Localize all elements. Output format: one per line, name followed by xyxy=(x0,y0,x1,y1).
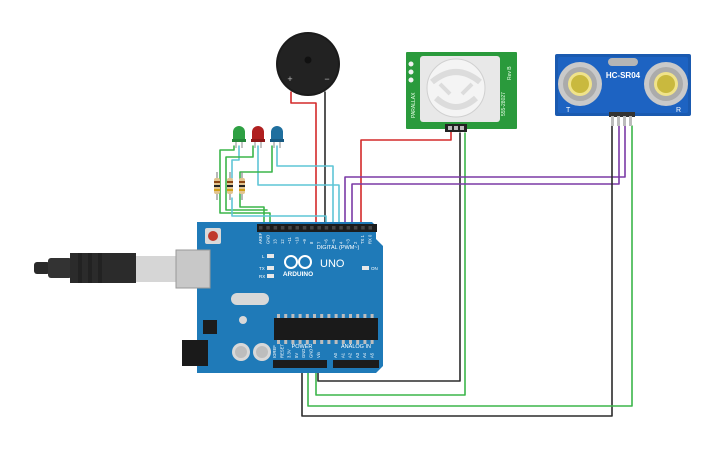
analog-pin-label: A1 xyxy=(340,352,345,358)
analog-pin-label: A0 xyxy=(333,352,338,358)
header-hole[interactable] xyxy=(310,226,314,230)
header-hole[interactable] xyxy=(332,226,336,230)
wire-led-green xyxy=(231,145,240,179)
header-hole[interactable] xyxy=(280,226,285,230)
atmega-chip xyxy=(274,318,378,340)
digital-header-holes xyxy=(259,226,372,230)
digital-pin-label: 7 xyxy=(316,241,321,244)
arduino-model: UNO xyxy=(320,258,345,270)
digital-pin-label: 12 xyxy=(280,239,285,244)
header-hole[interactable] xyxy=(368,226,373,230)
wire-led-gnd-2 xyxy=(225,145,268,211)
power-pin-label: 3.3V xyxy=(287,349,292,358)
power-pin-label: Vin xyxy=(316,351,321,358)
power-pin-label: IOREF xyxy=(272,345,277,358)
led-on-label: ON xyxy=(371,266,378,271)
piezo-buzzer: + − xyxy=(276,32,340,96)
resistor-3 xyxy=(239,172,245,200)
dc-power-jack xyxy=(182,340,208,366)
digital-pin-label: ~6 xyxy=(324,239,329,244)
digital-label: DIGITAL (PWM~) xyxy=(317,245,360,251)
led-rx-label: RX xyxy=(259,274,265,279)
power-label: POWER xyxy=(292,344,313,350)
header-hole[interactable] xyxy=(324,226,329,230)
led-blue xyxy=(270,126,284,148)
pir-sensor: PARALLAX 555-28027 Rev B xyxy=(406,52,517,132)
leds xyxy=(232,126,284,148)
ultrasonic-sensor: HC-SR04 T R xyxy=(555,54,691,126)
digital-pin-label: 4 xyxy=(338,241,343,244)
digital-pin-label: 2 xyxy=(353,241,358,244)
wire-pir-gnd xyxy=(317,132,461,382)
power-pin-label: GND xyxy=(309,349,314,358)
resistor-1 xyxy=(214,172,220,200)
wire-pir-out xyxy=(315,132,466,396)
pir-right-text2: Rev B xyxy=(507,66,513,80)
pir-left-text: PARALLAX xyxy=(411,92,417,118)
resistors xyxy=(214,172,245,200)
analog-pin-label: A5 xyxy=(370,352,375,358)
digital-pin-label: TX 1 xyxy=(360,234,365,244)
digital-pin-label: ~5 xyxy=(331,239,336,244)
digital-pin-label: GND xyxy=(265,235,270,244)
analog-label: ANALOG IN xyxy=(341,344,371,350)
arduino-brand: ARDUINO xyxy=(283,271,313,278)
led-red xyxy=(251,126,265,148)
wire-led-red xyxy=(257,145,340,229)
power-header xyxy=(273,360,327,368)
usb-port xyxy=(175,249,211,289)
header-hole[interactable] xyxy=(288,226,292,230)
analog-pin-label: A3 xyxy=(355,352,360,358)
header-hole[interactable] xyxy=(273,226,278,230)
header-hole[interactable] xyxy=(353,226,358,230)
wire-sonar-trig xyxy=(344,125,626,229)
digital-pin-label: ~3 xyxy=(346,239,351,244)
digital-pin-label: AREF xyxy=(258,232,263,244)
header-hole[interactable] xyxy=(266,226,270,230)
header-hole[interactable] xyxy=(259,226,263,230)
digital-pin-label: ~11 xyxy=(287,237,292,244)
led-tx-label: TX xyxy=(259,266,265,271)
wire-led-blue xyxy=(276,145,334,229)
ultrasonic-t-mark: T xyxy=(566,107,571,114)
led-l-label: L xyxy=(262,254,265,259)
wire-sonar-gnd xyxy=(301,125,613,417)
ultrasonic-label: HC-SR04 xyxy=(606,71,641,80)
wire-pir-vcc xyxy=(360,130,452,229)
header-hole[interactable] xyxy=(302,226,307,230)
digital-pin-label: ~10 xyxy=(295,236,300,244)
buzzer-plus-label: + xyxy=(287,74,292,84)
analog-header xyxy=(333,360,379,368)
digital-header xyxy=(257,224,377,232)
ultrasonic-r-mark: R xyxy=(676,107,681,114)
power-pin-label: 5V xyxy=(294,353,299,358)
digital-pin-label: 13 xyxy=(273,239,278,244)
header-hole[interactable] xyxy=(317,226,321,230)
header-hole[interactable] xyxy=(339,226,343,230)
led-green xyxy=(232,126,246,148)
analog-pin-label: A4 xyxy=(362,352,367,358)
header-hole[interactable] xyxy=(295,226,300,230)
pir-right-text: 555-28027 xyxy=(501,92,507,116)
resistor-2 xyxy=(227,172,233,200)
wire-sonar-vcc xyxy=(307,125,633,407)
digital-pin-label: 8 xyxy=(309,241,314,244)
analog-pin-label: A2 xyxy=(348,352,353,358)
header-hole[interactable] xyxy=(346,226,351,230)
digital-pin-label: ~9 xyxy=(302,239,307,244)
arduino-logo: ARDUINO UNO xyxy=(283,255,345,278)
power-pin-label: GND xyxy=(301,349,306,358)
crystal xyxy=(231,293,269,305)
wire-sonar-echo xyxy=(351,125,620,229)
wire-buzzer-positive xyxy=(290,91,317,229)
header-hole[interactable] xyxy=(361,226,365,230)
power-pin-label: RESET xyxy=(279,344,284,358)
digital-pin-label: RX 0 xyxy=(368,234,373,244)
buzzer-minus-label: − xyxy=(324,74,329,84)
